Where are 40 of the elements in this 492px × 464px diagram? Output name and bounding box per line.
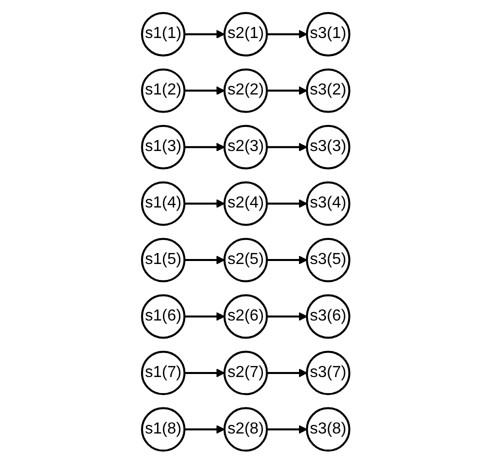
node-circle: s1(3)	[141, 125, 186, 170]
node-circle: s1(1)	[141, 12, 186, 57]
node-circle: s3(8)	[306, 407, 351, 452]
node-circle: s2(4)	[224, 182, 268, 226]
node-circle: s3(6)	[306, 294, 351, 339]
node-circle: s2(5)	[224, 238, 268, 282]
arrow	[267, 30, 308, 39]
node-circle: s3(3)	[306, 125, 351, 170]
node-circle: s2(2)	[224, 68, 268, 114]
node-circle: s3(2)	[306, 68, 351, 114]
node-circle: s1(5)	[141, 238, 186, 282]
node-circle: s2(1)	[224, 12, 268, 57]
node-circle: s1(2)	[141, 68, 186, 114]
node-circle: s2(7)	[224, 350, 268, 396]
node-circle: s3(5)	[306, 238, 351, 282]
arrow	[184, 312, 226, 322]
node-circle: s2(6)	[224, 294, 268, 339]
arrow	[267, 142, 308, 152]
arrow	[267, 256, 308, 265]
arrow	[267, 368, 308, 378]
arrow	[184, 30, 226, 39]
arrow	[267, 312, 308, 322]
node-circle: s1(6)	[141, 294, 186, 339]
node-circle: s3(7)	[306, 350, 351, 396]
arrow	[184, 256, 226, 265]
arrow	[184, 425, 226, 434]
node-circle: s3(4)	[306, 182, 351, 226]
node-circle: s3(1)	[306, 12, 351, 57]
arrow	[184, 368, 226, 378]
arrow	[184, 199, 226, 208]
arrow	[267, 425, 308, 434]
arrow	[184, 142, 226, 152]
node-circle: s2(3)	[224, 125, 268, 170]
node-circle: s1(7)	[141, 350, 186, 396]
arrow	[267, 199, 308, 208]
node-circle: s1(4)	[141, 182, 186, 226]
arrow	[184, 86, 226, 96]
node-circle: s2(8)	[224, 407, 268, 452]
arrow	[267, 86, 308, 96]
node-circle: s1(8)	[141, 407, 186, 452]
